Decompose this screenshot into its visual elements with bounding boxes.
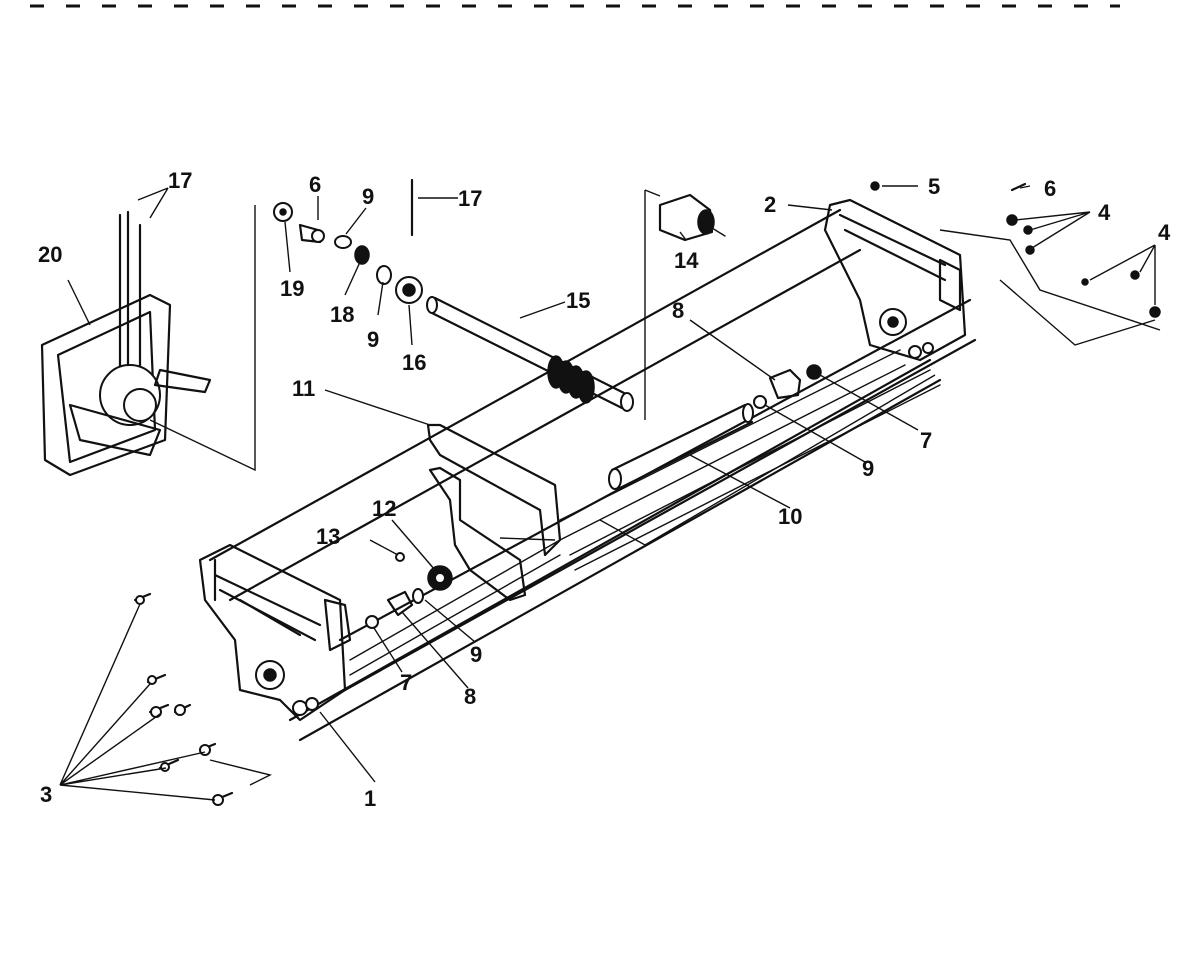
worm-shaft: [426, 296, 634, 412]
callout-3: 3: [40, 782, 52, 807]
callout-6: 6: [1044, 176, 1056, 201]
callout-labels: 17 20 6 9 17 19 18 9 16 15 14 2 5 6 4 4 …: [38, 168, 1171, 811]
callout-20: 20: [38, 242, 62, 267]
callout-7: 7: [920, 428, 932, 453]
right-gearbox: [823, 198, 967, 362]
fasteners-4-5-6: [870, 181, 1161, 318]
callout-12: 12: [372, 496, 396, 521]
left-cover-assembly: [40, 205, 256, 477]
callout-4: 4: [1158, 220, 1171, 245]
callout-18: 18: [330, 302, 354, 327]
part-14: [658, 193, 726, 242]
callout-9: 9: [362, 184, 374, 209]
right-small-parts: [753, 364, 822, 409]
callout-9: 9: [367, 327, 379, 352]
callout-2: 2: [764, 192, 776, 217]
callout-8: 8: [464, 684, 476, 709]
callout-16: 16: [402, 350, 426, 375]
left-small-parts: [365, 552, 453, 629]
callout-9: 9: [862, 456, 874, 481]
center-bracket: [426, 423, 562, 602]
callout-17: 17: [168, 168, 192, 193]
callout-17: 17: [458, 186, 482, 211]
callout-15: 15: [566, 288, 590, 313]
callout-9: 9: [470, 642, 482, 667]
small-parts: [273, 178, 423, 304]
callout-14: 14: [674, 248, 699, 273]
callout-7: 7: [400, 670, 412, 695]
callout-1: 1: [364, 786, 376, 811]
callout-4: 4: [1098, 200, 1111, 225]
screws-3: [133, 592, 234, 806]
leader-lines: [59, 185, 1161, 801]
callout-11: 11: [292, 376, 315, 401]
left-gearbox: [198, 543, 352, 722]
callout-19: 19: [280, 276, 304, 301]
frame-housing: [208, 208, 977, 742]
axle-10: [608, 403, 754, 490]
callout-5: 5: [928, 174, 940, 199]
callout-13: 13: [316, 524, 340, 549]
callout-6: 6: [309, 172, 321, 197]
callout-8: 8: [672, 298, 684, 323]
callout-10: 10: [778, 504, 802, 529]
